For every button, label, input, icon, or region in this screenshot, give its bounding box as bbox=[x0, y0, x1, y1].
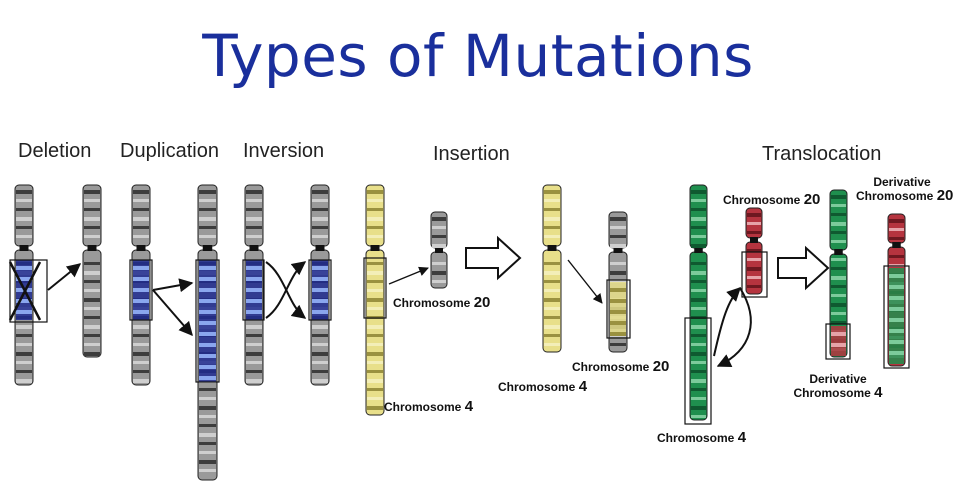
chromosome-derivative-20 bbox=[887, 213, 906, 367]
duplication-arrow bbox=[152, 289, 193, 337]
insertion-chr4-box bbox=[363, 257, 387, 319]
label-word: Chromosome bbox=[723, 193, 801, 207]
label-insertion-chr4: Chromosome 4 bbox=[384, 398, 473, 415]
inversion-source-box bbox=[242, 259, 265, 321]
heading-duplication: Duplication bbox=[120, 140, 219, 162]
overlay-layer bbox=[8, 235, 910, 425]
chromosome-layer bbox=[14, 184, 906, 481]
label-number: 4 bbox=[737, 429, 747, 446]
heading-insertion: Insertion bbox=[433, 143, 510, 165]
deletion-box bbox=[9, 259, 48, 323]
chromosome-translocation-chr4 bbox=[689, 184, 708, 421]
insertion-arrow bbox=[567, 259, 603, 304]
heading-deletion: Deletion bbox=[18, 140, 92, 162]
derivative-4-box bbox=[825, 323, 851, 360]
label-derivative-word: Derivative bbox=[809, 372, 867, 386]
chromosome-insertion-result-chr20 bbox=[608, 211, 628, 353]
deletion-arrow bbox=[47, 263, 82, 291]
chromosome-deletion-original bbox=[14, 184, 34, 386]
label-number: 4 bbox=[578, 378, 588, 395]
duplication-source-box bbox=[129, 259, 153, 321]
translocation-arrow bbox=[716, 287, 752, 367]
page-title: Types of Mutations bbox=[202, 22, 754, 90]
chromosome-derivative-4 bbox=[829, 189, 848, 358]
chromosome-inversion-original bbox=[244, 184, 264, 386]
label-number: 20 bbox=[936, 187, 954, 204]
inversion-result-box bbox=[308, 259, 332, 321]
label-word: Chromosome bbox=[384, 400, 462, 414]
label-insertion-result-chr20: Chromosome 20 bbox=[572, 358, 669, 375]
translocation-big-arrow bbox=[777, 245, 830, 291]
label-translocation-chr20: Chromosome 20 bbox=[723, 191, 820, 208]
duplication-result-box bbox=[195, 259, 220, 383]
translocation-chr20-box bbox=[741, 251, 768, 298]
label-number: 4 bbox=[464, 398, 474, 415]
label-derivative-word: Derivative bbox=[873, 175, 931, 189]
label-word: Chromosome bbox=[393, 296, 471, 310]
chromosome-insertion-result-chr4 bbox=[542, 184, 562, 353]
chromosome-inversion-result bbox=[310, 184, 330, 386]
chromosome-translocation-chr20 bbox=[745, 207, 763, 295]
label-translocation-chr4: Chromosome 4 bbox=[657, 429, 746, 446]
inversion-arrow bbox=[265, 261, 307, 319]
chromosome-duplication-result bbox=[197, 184, 218, 481]
chromosome-duplication-original bbox=[131, 184, 151, 386]
deletion-cross-line bbox=[8, 261, 42, 321]
heading-inversion: Inversion bbox=[243, 140, 325, 162]
chromosome-insertion-chr20 bbox=[430, 211, 448, 289]
label-number: 20 bbox=[652, 358, 670, 375]
chromosome-deletion-result bbox=[82, 184, 102, 358]
heading-translocation: Translocation bbox=[762, 143, 882, 165]
label-word: Chromosome bbox=[498, 380, 576, 394]
label-insertion-result-chr4: Chromosome 4 bbox=[498, 378, 587, 395]
label-insertion-chr20: Chromosome 20 bbox=[393, 294, 490, 311]
label-number: 20 bbox=[473, 294, 491, 311]
label-derivative-20: Derivative Chromosome 20 bbox=[856, 175, 953, 204]
translocation-arrow bbox=[713, 287, 741, 357]
label-number: 4 bbox=[874, 384, 883, 401]
label-word: Chromosome bbox=[657, 431, 735, 445]
translocation-chr4-box bbox=[684, 317, 712, 425]
duplication-arrow bbox=[152, 278, 194, 293]
chromosome-insertion-chr4 bbox=[365, 184, 385, 416]
insertion-arrow bbox=[388, 266, 429, 285]
derivative-20-box bbox=[883, 265, 910, 369]
insertion-big-arrow bbox=[465, 235, 522, 281]
insertion-chr20-box bbox=[606, 279, 631, 339]
label-word: Chromosome bbox=[856, 189, 934, 203]
label-word: Chromosome bbox=[572, 360, 650, 374]
label-word: Chromosome bbox=[793, 386, 871, 400]
label-number: 20 bbox=[803, 191, 821, 208]
label-derivative-4: Derivative Chromosome 4 bbox=[792, 372, 884, 401]
